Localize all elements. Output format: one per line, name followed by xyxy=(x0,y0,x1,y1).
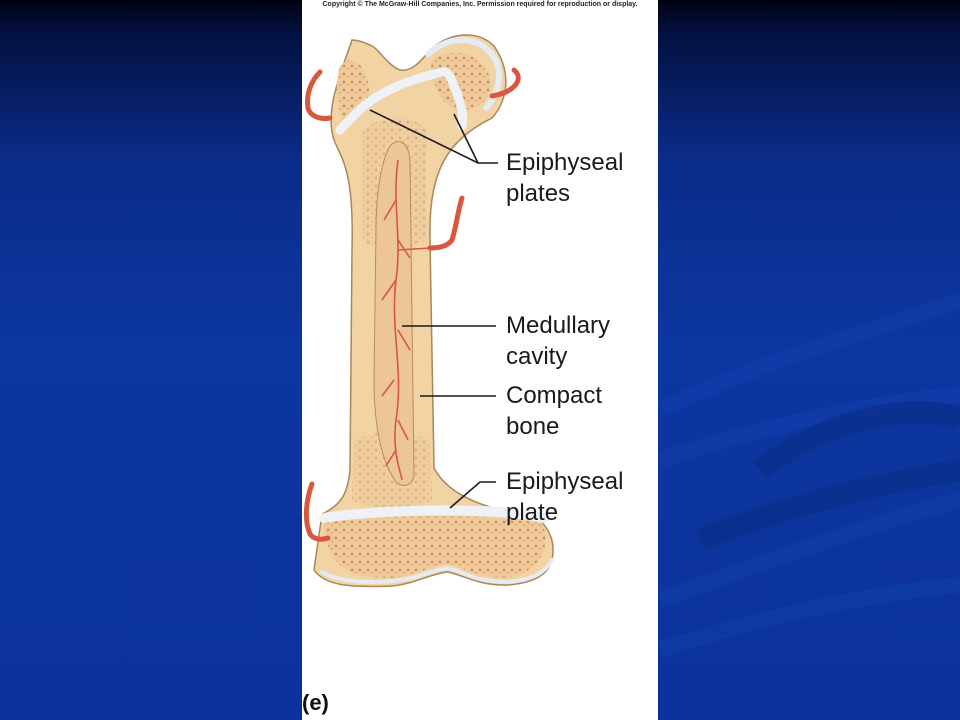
femoral-head-spongy-bone xyxy=(431,52,491,111)
leader-epiphyseal-plate xyxy=(449,481,496,509)
label-medullary-cavity: Medullary cavity xyxy=(506,310,656,372)
label-compact-bone-line1: Compact xyxy=(506,382,603,409)
label-compact-bone: Compact bone xyxy=(506,380,656,442)
distal-epiphyseal-plate xyxy=(319,505,549,523)
label-epiphyseal-plates: Epiphyseal plates xyxy=(506,147,656,209)
label-epiphyseal-plate-line1: Epiphyseal xyxy=(506,468,624,495)
copyright-notice: Copyright © The McGraw-Hill Companies, I… xyxy=(322,1,638,8)
label-medullary-cavity-line2: cavity xyxy=(506,343,568,370)
medullary-blood-vessels xyxy=(381,159,431,481)
label-epiphyseal-plates-line1: Epiphyseal xyxy=(506,149,624,176)
label-epiphyseal-plate-line2: plate xyxy=(506,499,559,526)
leader-lines xyxy=(369,109,498,509)
label-medullary-cavity-line1: Medullary xyxy=(506,312,611,339)
label-epiphyseal-plates-line2: plates xyxy=(506,180,571,207)
external-blood-vessels xyxy=(303,67,521,542)
leader-epiphyseal-plates-b xyxy=(453,113,479,164)
label-epiphyseal-plate: Epiphyseal plate xyxy=(506,466,656,528)
long-bone-diagram xyxy=(303,34,554,588)
distal-spongy-bone xyxy=(324,516,546,578)
distal-articular-cartilage xyxy=(320,558,554,585)
panel-letter: (e) xyxy=(302,690,329,715)
label-compact-bone-line2: bone xyxy=(506,413,560,440)
figure-panel: Copyright © The McGraw-Hill Companies, I… xyxy=(302,0,658,720)
proximal-epiphyseal-plate xyxy=(335,67,468,135)
